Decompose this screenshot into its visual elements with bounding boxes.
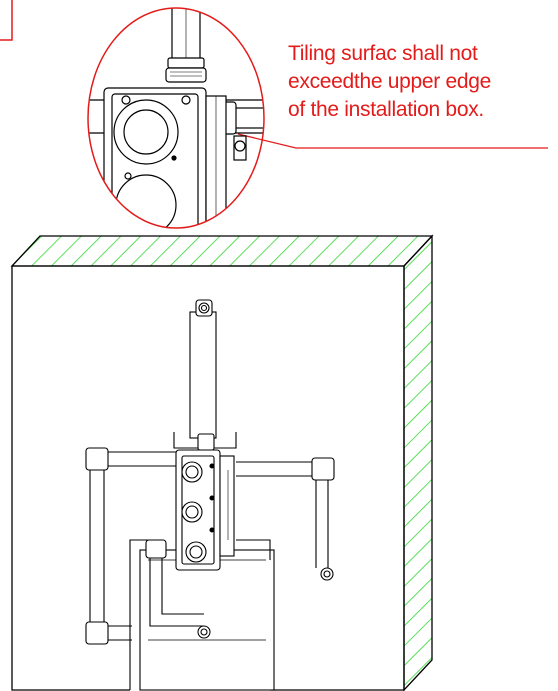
tiling-note-line-3: of the installation box. (288, 98, 484, 121)
leader-line (237, 133, 548, 149)
tiling-note-line-2: exceedthe upper edge (288, 70, 492, 93)
tiling-note-line-1: Tiling surfac shall not (288, 42, 478, 65)
corner-frame (0, 0, 13, 41)
tiling-note: Tiling surfac shall not exceedthe upper … (288, 40, 550, 124)
wall-block (10, 234, 434, 691)
piping-assembly (85, 299, 335, 691)
detail-magnifier (87, 7, 265, 229)
